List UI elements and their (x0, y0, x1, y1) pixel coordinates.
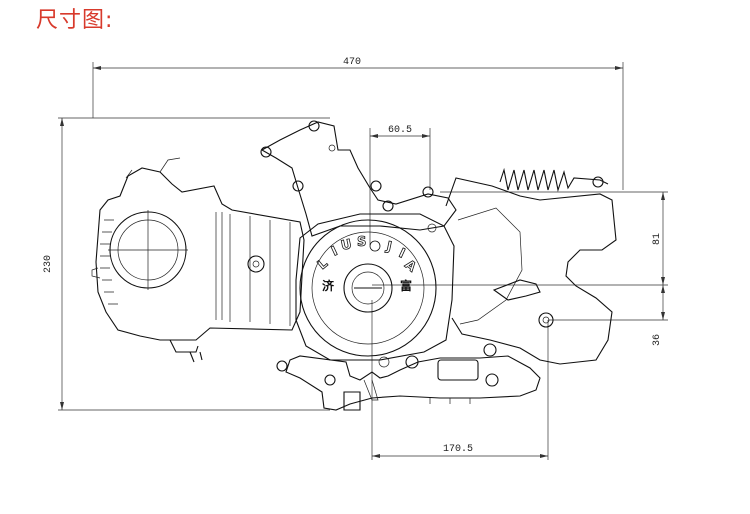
dim-230-label: 230 (43, 255, 54, 273)
dim-36-label: 36 (652, 334, 663, 346)
svg-text:I: I (329, 244, 340, 260)
svg-text:S: S (357, 235, 366, 250)
dim-60-5-label: 60.5 (388, 125, 412, 136)
flywheel-char-left: 济 (322, 278, 335, 293)
dim-470-label: 470 (343, 57, 361, 68)
dim-170-5-label: 170.5 (443, 444, 473, 455)
engine-outline: L I U S J I A 济 富 (91, 120, 617, 411)
page-title: 尺寸图: (36, 8, 114, 33)
svg-text:I: I (396, 246, 407, 262)
flywheel-letters: L I U S J I A (315, 235, 420, 276)
svg-text:J: J (384, 239, 393, 255)
flywheel-char-right: 富 (400, 278, 412, 293)
svg-text:L: L (315, 256, 331, 273)
dim-81-label: 81 (652, 233, 663, 245)
svg-text:U: U (340, 237, 353, 254)
dimension-lines: 470 230 60.5 81 36 170.5 (43, 57, 668, 460)
